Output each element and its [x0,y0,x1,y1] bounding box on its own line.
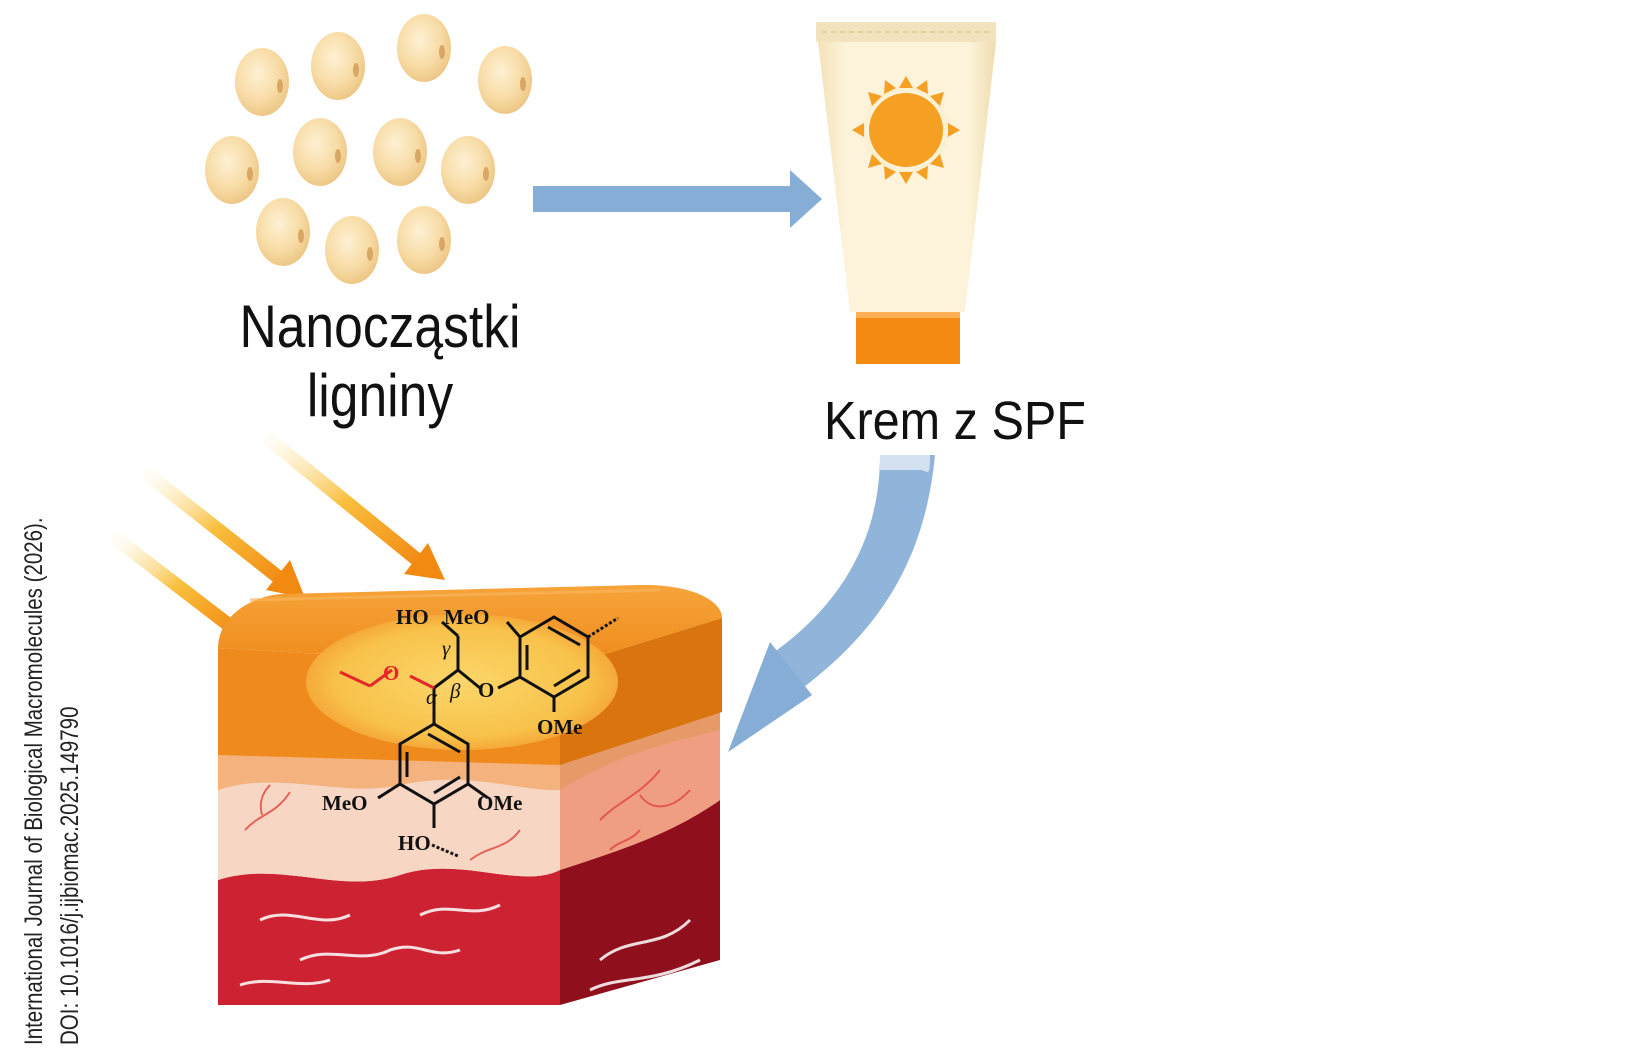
label-alpha: α [426,685,438,709]
label-o-beta: O [478,678,494,702]
credit-doi: DOI: 10.1016/j.ijbiomac.2025.149790 [56,706,84,1045]
arrow-cream-to-skin [728,455,935,752]
nanoparticle [205,136,259,204]
lignin-structure: HO MeO γ O α β O OMe MeO OMe HO [322,605,619,858]
tube-cap [856,312,960,364]
source-credit: International Journal of Biological Macr… [16,325,88,1045]
label-ho-gamma: HO [396,605,429,629]
label-gamma: γ [442,636,451,660]
nanoparticle [397,14,451,82]
nanoparticle [478,46,532,114]
nanoparticle [293,118,347,186]
label-meo-left: MeO [322,791,367,815]
nanoparticle [235,48,289,116]
credit-journal: International Journal of Biological Macr… [20,517,48,1045]
absorption-spot [306,614,618,750]
nanoparticle [325,216,379,284]
label-beta: β [449,679,461,703]
nanoparticle [373,118,427,186]
nanoparticles-label-line2: ligniny [306,362,454,429]
nanoparticles-label: Nanocząstki ligniny [217,292,544,430]
sunscreen-tube [816,22,996,364]
sunscreen-label: Krem z SPF [824,391,1086,451]
ray-arrow [143,469,305,598]
nanoparticle [256,198,310,266]
label-o-alpha: O [383,661,399,685]
label-meo-top: MeO [444,605,489,629]
sun-icon [852,76,960,184]
arrow-nanoparticles-to-cream [533,170,822,228]
nanoparticle [397,206,451,274]
ray-arrow [263,433,445,580]
nanoparticle [311,32,365,100]
label-ho-bottom: HO [398,831,431,855]
label-ome-bottom: OMe [477,791,522,815]
skin-layers-block [218,584,722,1005]
label-ome-right-ring: OMe [537,715,582,739]
lignin-nanoparticles-cluster [205,14,532,284]
nanoparticle [441,136,495,204]
nanoparticles-label-line1: Nanocząstki [239,293,521,360]
